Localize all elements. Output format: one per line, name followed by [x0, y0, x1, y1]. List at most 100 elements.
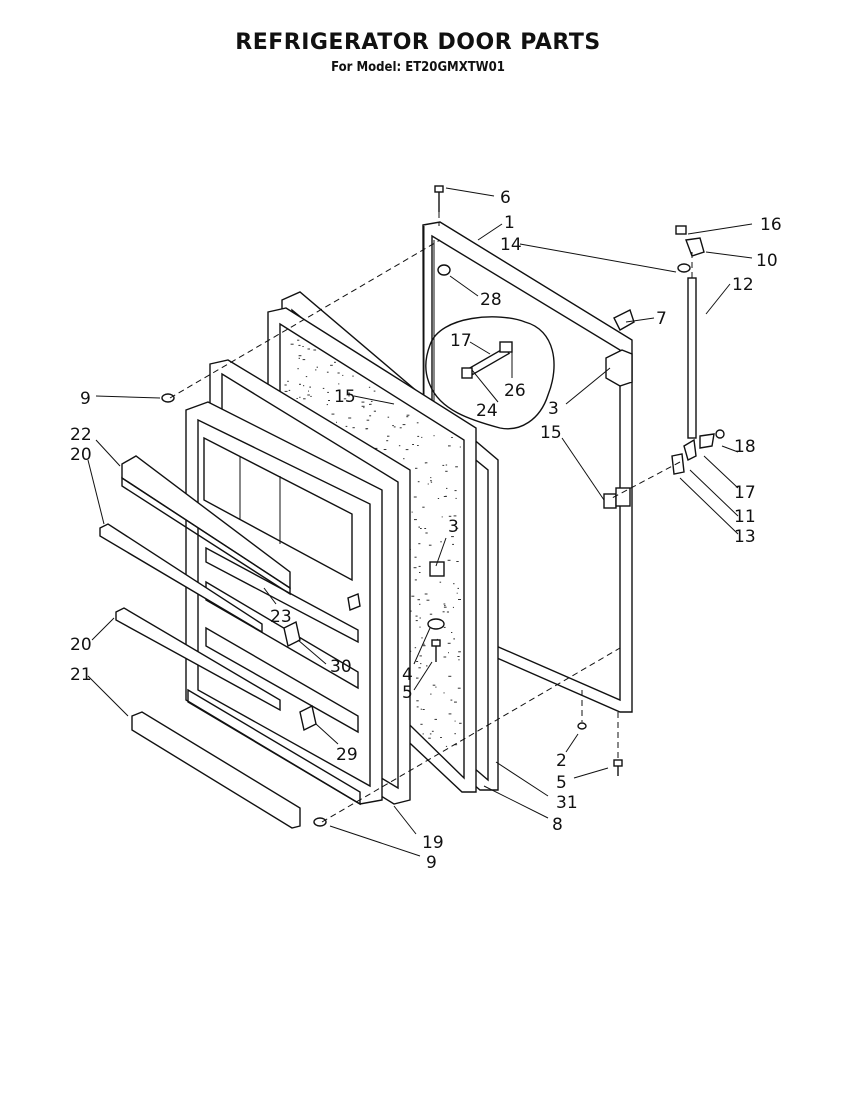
- foam-speck: [444, 605, 446, 607]
- foam-speck: [414, 579, 417, 581]
- foam-speck: [448, 713, 452, 715]
- foam-speck: [387, 416, 390, 418]
- foam-speck: [343, 398, 347, 400]
- foam-speck: [428, 544, 432, 546]
- foam-speck: [361, 405, 365, 407]
- foam-speck: [416, 661, 419, 662]
- foam-speck: [419, 626, 421, 628]
- foam-speck: [455, 466, 458, 468]
- callout-9b: 9: [426, 853, 437, 873]
- callout-5b: 5: [556, 773, 567, 793]
- foam-speck: [453, 583, 455, 585]
- foam-speck: [345, 425, 348, 427]
- foam-speck: [414, 647, 417, 649]
- foam-speck: [458, 659, 460, 661]
- foam-speck: [331, 413, 335, 415]
- callout-20a: 20: [70, 445, 92, 465]
- foam-speck: [423, 643, 425, 645]
- foam-speck: [416, 700, 419, 702]
- foam-speck: [446, 487, 448, 489]
- foam-speck: [322, 387, 325, 389]
- callout-6: 6: [500, 188, 511, 208]
- foam-speck: [443, 692, 445, 694]
- callout-1: 1: [504, 213, 515, 233]
- foam-speck: [454, 490, 457, 492]
- foam-speck: [454, 720, 456, 722]
- foam-speck: [448, 515, 452, 517]
- model-subtitle: For Model: ET20GMXTW01: [331, 60, 505, 75]
- bottom-screw-5: [613, 759, 623, 776]
- foam-speck: [447, 642, 451, 644]
- callout-14: 14: [500, 235, 522, 255]
- foam-speck: [419, 617, 421, 619]
- foam-speck: [327, 391, 329, 393]
- callout-5a: 5: [402, 683, 413, 703]
- callout-23: 23: [270, 607, 292, 627]
- foam-speck: [453, 515, 457, 517]
- foam-speck: [422, 506, 425, 508]
- callout-3a: 3: [548, 399, 559, 419]
- foam-speck: [417, 481, 420, 483]
- bottom-screw-2: [577, 722, 587, 730]
- foam-speck: [414, 519, 417, 521]
- foam-speck: [299, 396, 301, 398]
- foam-speck: [352, 427, 355, 429]
- foam-speck: [383, 449, 387, 450]
- foam-speck: [316, 366, 318, 368]
- foam-speck: [424, 462, 426, 464]
- foam-speck: [437, 498, 440, 499]
- foam-speck: [417, 599, 420, 601]
- callout-7: 7: [656, 309, 667, 329]
- foam-speck: [369, 403, 372, 405]
- foam-speck: [429, 613, 433, 615]
- foam-speck: [302, 359, 306, 361]
- foam-speck: [458, 599, 461, 600]
- foam-speck: [439, 581, 442, 583]
- foam-speck: [415, 467, 418, 469]
- callout-11: 11: [734, 507, 756, 527]
- shelf-bar-20a: [99, 523, 263, 634]
- foam-speck: [305, 376, 308, 378]
- callout-15a: 15: [334, 387, 356, 407]
- foam-speck: [445, 464, 448, 466]
- callout-12: 12: [732, 275, 754, 295]
- foam-speck: [365, 428, 369, 430]
- foam-speck: [416, 422, 419, 424]
- callout-26: 26: [504, 381, 526, 401]
- foam-speck: [373, 390, 376, 392]
- foam-speck: [330, 364, 333, 366]
- foam-speck: [454, 744, 458, 746]
- foam-speck: [288, 389, 291, 391]
- foam-speck: [452, 543, 454, 545]
- callout-21: 21: [70, 665, 92, 685]
- foam-speck: [456, 592, 458, 594]
- shelf-bar-22: [121, 455, 291, 596]
- foam-speck: [430, 481, 433, 483]
- foam-speck: [450, 699, 453, 701]
- foam-speck: [387, 435, 390, 437]
- alignment-lines: [169, 212, 693, 823]
- foam-speck: [405, 449, 409, 451]
- foam-speck: [336, 421, 337, 423]
- foam-speck: [290, 343, 294, 345]
- callout-15b: 15: [540, 423, 562, 443]
- foam-speck: [459, 722, 462, 724]
- callout-17a: 17: [450, 331, 472, 351]
- foam-speck: [402, 424, 406, 426]
- shelf-clips: [283, 593, 361, 732]
- foam-speck: [418, 565, 421, 567]
- foam-speck: [451, 632, 453, 633]
- foam-speck: [307, 348, 310, 350]
- foam-speck: [338, 383, 340, 385]
- foam-speck: [419, 603, 421, 605]
- foam-speck: [457, 656, 460, 657]
- callout-24: 24: [476, 401, 498, 421]
- foam-speck: [418, 667, 421, 669]
- foam-speck: [420, 663, 422, 665]
- foam-speck: [334, 361, 336, 363]
- foam-speck: [433, 435, 435, 437]
- foam-speck: [411, 511, 413, 513]
- foam-speck: [284, 390, 288, 392]
- callout-20b: 20: [70, 635, 92, 655]
- foam-speck: [298, 344, 301, 346]
